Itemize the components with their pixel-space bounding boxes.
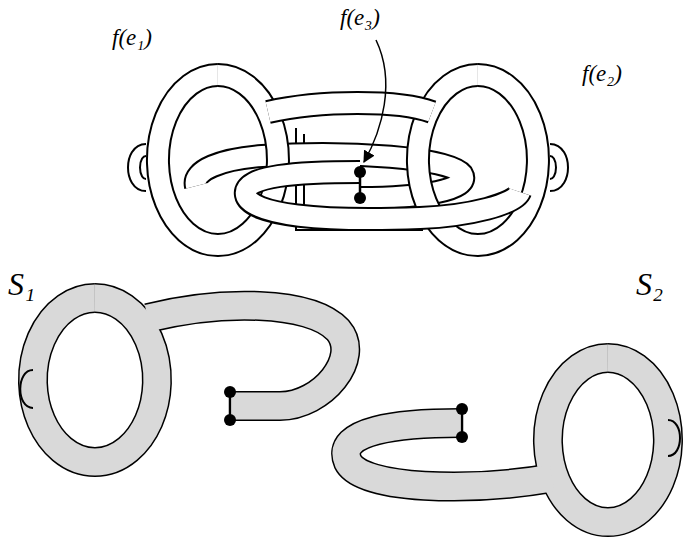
edge-tube-a [246, 172, 520, 219]
map-label: f(e₃) [340, 6, 380, 29]
surface-s1 [20, 298, 345, 462]
ring-tube-left [134, 75, 278, 245]
map-label: f(e₂) [582, 62, 622, 85]
surface-s2 [346, 358, 680, 522]
map-label: f(e₁) [112, 26, 152, 49]
surface-label: S₂ [636, 268, 663, 300]
vertex-edge [354, 166, 366, 204]
leader-arrow [364, 40, 386, 162]
bridge-tube [268, 103, 432, 112]
surface-label: S₁ [8, 268, 35, 300]
